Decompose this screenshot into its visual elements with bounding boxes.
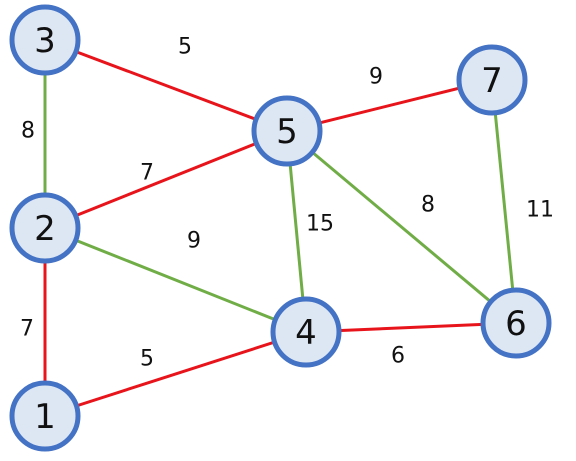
edge-weight-5-6: 8 xyxy=(421,193,435,218)
node-7: 7 xyxy=(456,44,528,116)
node-circle-7 xyxy=(456,44,528,116)
node-2: 2 xyxy=(9,192,81,264)
node-label-7: 7 xyxy=(481,61,503,101)
nodes-layer: 1 2 3 4 5 6 7 xyxy=(9,4,552,452)
node-label-4: 4 xyxy=(295,313,317,353)
edge-weight-2-4: 9 xyxy=(187,229,201,254)
node-label-3: 3 xyxy=(34,21,56,61)
edge-5-6 xyxy=(286,129,517,325)
edge-weight-2-5: 7 xyxy=(140,161,154,186)
node-6: 6 xyxy=(480,287,552,359)
node-5: 5 xyxy=(251,95,323,167)
node-3: 3 xyxy=(9,4,81,76)
node-circle-2 xyxy=(9,192,81,264)
edge-weight-5-7: 9 xyxy=(369,65,383,90)
edge-weight-3-2: 8 xyxy=(21,119,35,144)
node-circle-3 xyxy=(9,4,81,76)
node-circle-4 xyxy=(270,296,342,368)
edge-7-6 xyxy=(490,79,518,324)
edge-2-4 xyxy=(44,226,307,334)
node-4: 4 xyxy=(270,296,342,368)
node-label-1: 1 xyxy=(34,397,56,437)
edge-weight-7-6: 11 xyxy=(526,198,554,223)
edge-1-4 xyxy=(44,330,307,418)
edge-weight-4-6: 6 xyxy=(391,344,405,369)
edge-weight-2-1: 7 xyxy=(20,317,34,342)
node-circle-1 xyxy=(9,380,81,452)
node-circle-5 xyxy=(251,95,323,167)
edge-weights-layer: 5 8 7 9 9 15 8 11 7 5 6 xyxy=(20,35,554,372)
edge-weight-1-4: 5 xyxy=(140,347,154,372)
edge-3-5 xyxy=(44,38,288,133)
node-label-2: 2 xyxy=(34,209,56,249)
node-1: 1 xyxy=(9,380,81,452)
node-label-6: 6 xyxy=(505,304,527,344)
edge-2-5 xyxy=(44,129,288,230)
edge-weight-3-5: 5 xyxy=(178,35,192,60)
node-circle-6 xyxy=(480,287,552,359)
node-label-5: 5 xyxy=(276,112,298,152)
edge-weight-5-4: 15 xyxy=(306,212,334,237)
